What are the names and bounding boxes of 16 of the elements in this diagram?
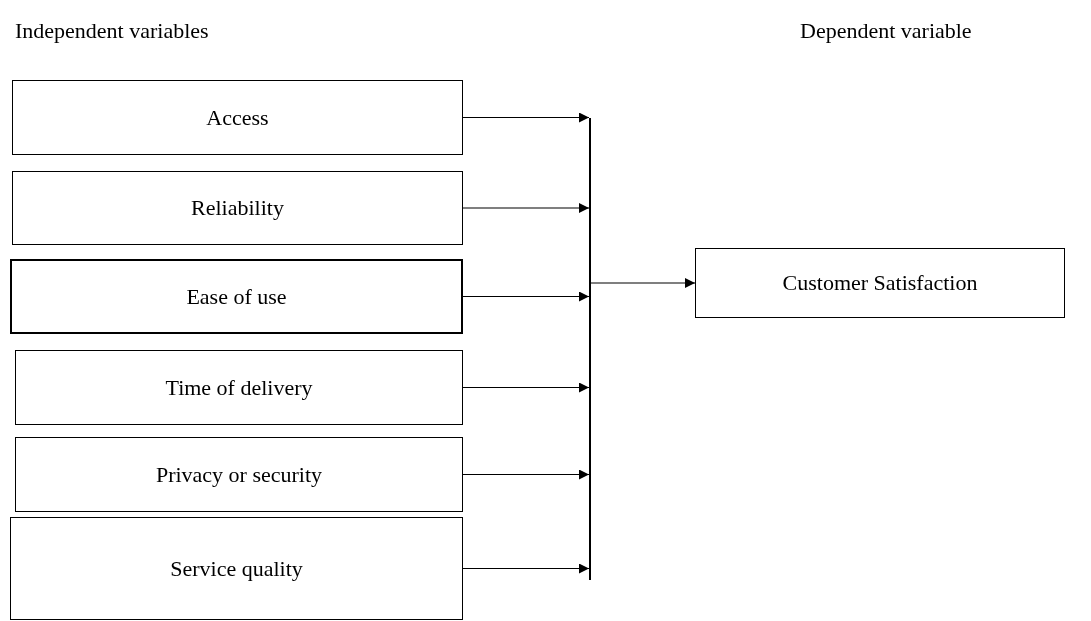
variable-box: Ease of use [10, 259, 463, 334]
arrow [462, 112, 590, 123]
arrow [462, 291, 590, 302]
arrow [590, 278, 696, 288]
column-heading: Independent variables [15, 18, 209, 44]
variable-box: Time of delivery [15, 350, 463, 425]
arrow [462, 203, 590, 213]
arrow [462, 469, 590, 480]
variable-box: Service quality [10, 517, 463, 620]
variable-box: Reliability [12, 171, 463, 245]
arrow [462, 563, 590, 574]
variable-box: Customer Satisfaction [695, 248, 1065, 318]
variable-box: Access [12, 80, 463, 155]
variable-box: Privacy or security [15, 437, 463, 512]
arrow [462, 382, 590, 393]
column-heading: Dependent variable [800, 18, 972, 44]
